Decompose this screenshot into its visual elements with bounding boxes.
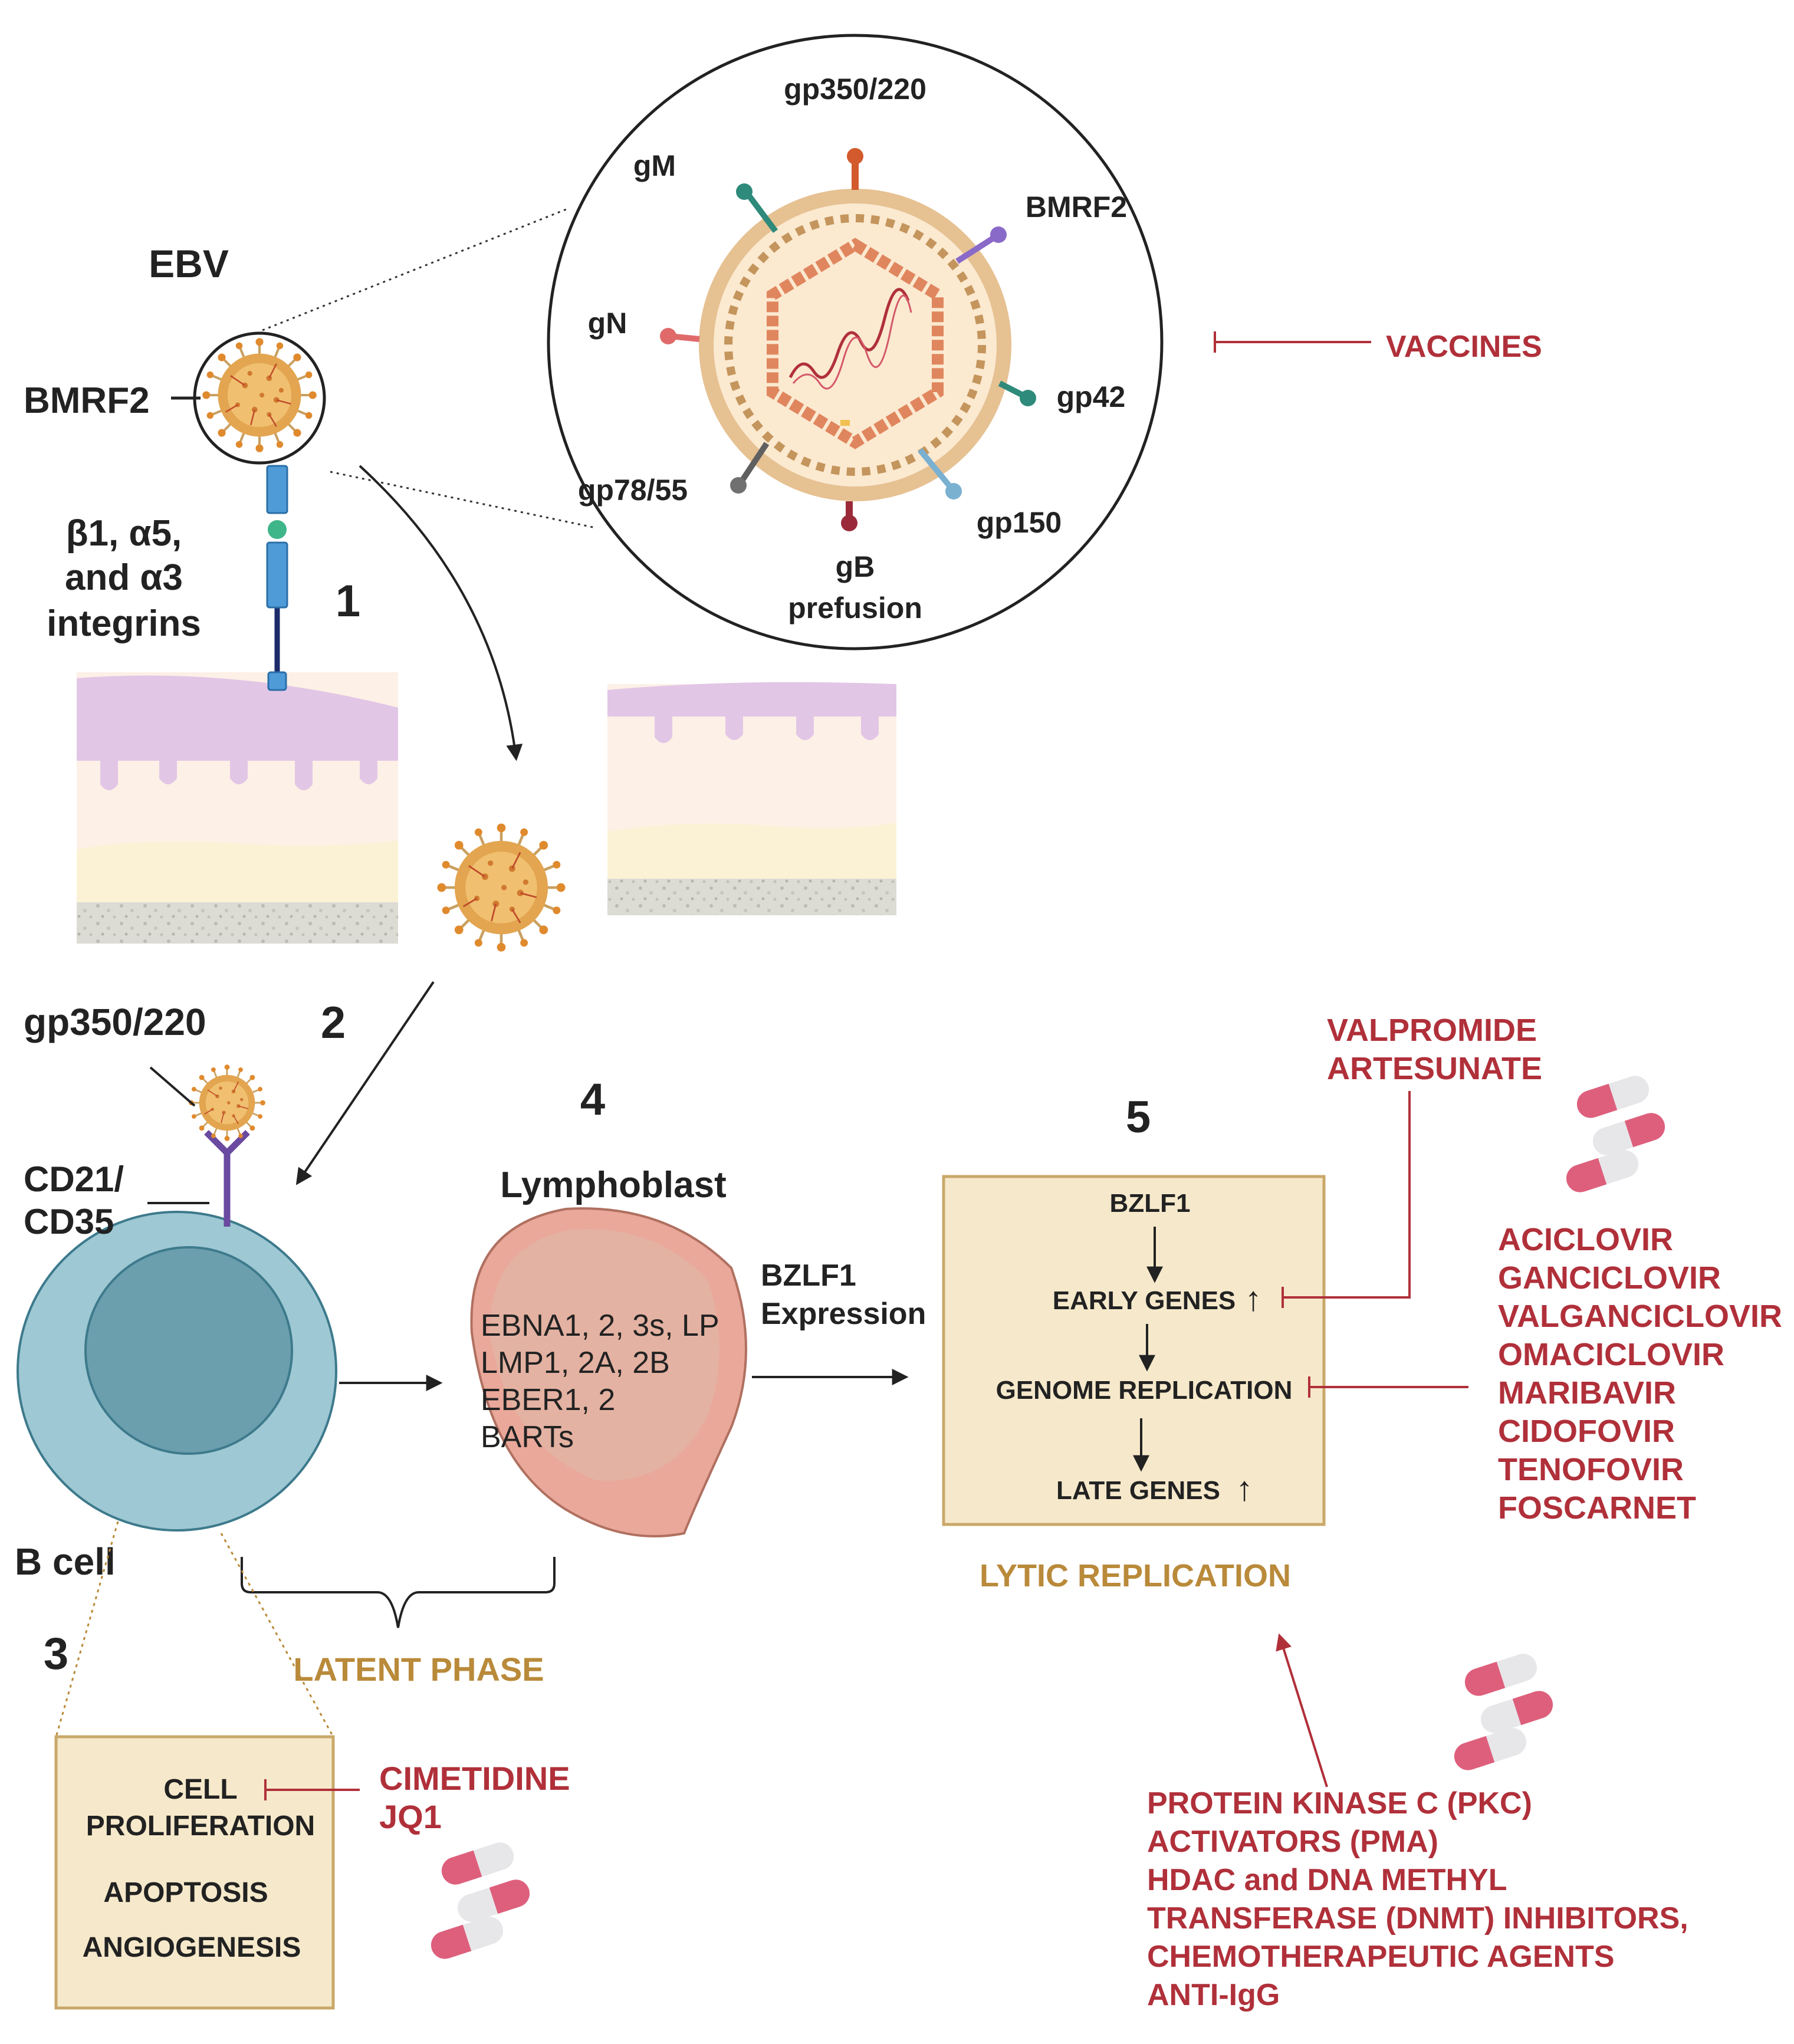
ebv-virion-small (193, 331, 326, 465)
drug-valpromide: VALPROMIDE (1327, 1013, 1537, 1048)
glycoprotein-gp42 (998, 380, 1036, 406)
receptor-line-2: CD35 (24, 1202, 114, 1241)
latent-phase-label: LATENT PHASE (293, 1651, 544, 1688)
label-gb-prefusion: prefusion (788, 591, 922, 625)
lytic-bzlf1: BZLF1 (1110, 1189, 1191, 1218)
bzlf1-expression-line-2: Expression (761, 1297, 926, 1331)
bound-virion (188, 1063, 267, 1142)
drug-foscarnet: FOSCARNET (1498, 1490, 1696, 1526)
label-gp350-zoom: gp350/220 (784, 73, 926, 106)
early-up-arrow: ↑ (1245, 1280, 1262, 1318)
process-proliferation: PROLIFERATION (86, 1810, 315, 1842)
bmrf2-label: BMRF2 (24, 380, 150, 421)
gp350-leader-line (149, 1066, 196, 1107)
inhibition-antivirals (1308, 1376, 1468, 1398)
inducer-line-3: HDAC and DNA METHYL (1147, 1863, 1507, 1897)
inducer-line-2: ACTIVATORS (PMA) (1147, 1825, 1438, 1859)
drug-valganciclovir: VALGANCICLOVIR (1498, 1299, 1782, 1334)
drug-artesunate: ARTESUNATE (1327, 1051, 1542, 1086)
step-3: 3 (44, 1629, 68, 1679)
drug-cimetidine: CIMETIDINE (379, 1760, 570, 1797)
bzlf1-expression-line-1: BZLF1 (761, 1258, 856, 1293)
receptor-line-1: CD21/ (24, 1159, 124, 1199)
inhibition-cimetidine (264, 1779, 360, 1800)
zoom-line-bottom (330, 471, 596, 529)
label-gp78: gp78/55 (578, 474, 688, 507)
label-gm: gM (633, 149, 676, 182)
drug-cidofovir: CIDOFOVIR (1498, 1414, 1675, 1449)
gp350-bcell-label: gp350/220 (24, 1001, 206, 1043)
label-gn: gN (588, 307, 627, 340)
zoom-line-top (262, 208, 567, 331)
glycoprotein-gn (660, 328, 700, 344)
glycoprotein-gp78 (730, 442, 770, 494)
process-angiogenesis: ANGIOGENESIS (83, 1932, 301, 1963)
pills-top (1562, 1072, 1669, 1196)
label-gp42: gp42 (1057, 380, 1126, 413)
ebv-title: EBV (149, 242, 229, 285)
b-cell (17, 1211, 337, 1532)
glycoprotein-gm (736, 183, 778, 233)
integrins-line-1: β1, α5, (66, 513, 182, 554)
virion-structure (699, 189, 1011, 501)
lymphoblast-cell (470, 1207, 747, 1537)
drug-tenofovir: TENOFOVIR (1498, 1452, 1684, 1487)
glycoprotein-bmrf2 (955, 226, 1007, 264)
cell-process-box (54, 1735, 335, 2010)
inhibition-valpromide (1282, 1091, 1411, 1308)
inducer-line-1: PROTEIN KINASE C (PKC) (1147, 1786, 1532, 1820)
latent-gene-line-2: LMP1, 2A, 2B (481, 1346, 670, 1380)
step-4: 4 (580, 1074, 605, 1125)
step-1: 1 (336, 576, 360, 626)
lytic-genome-replication: GENOME REPLICATION (996, 1376, 1293, 1405)
process-apoptosis: APOPTOSIS (103, 1877, 268, 1908)
process-zoom-line-left (55, 1521, 119, 1737)
late-up-arrow: ↑ (1236, 1470, 1253, 1508)
process-zoom-line-right (220, 1533, 334, 1737)
latent-gene-line-3: EBER1, 2 (481, 1383, 615, 1417)
inducer-line-4: TRANSFERASE (DNMT) INHIBITORS, (1147, 1901, 1688, 1935)
glycoprotein-gb (841, 501, 857, 531)
integrin-receptor (266, 465, 288, 691)
glycoprotein-gp150 (918, 448, 962, 500)
drug-omaciclovir: OMACICLOVIR (1498, 1337, 1724, 1372)
label-bmrf2-zoom: BMRF2 (1026, 190, 1127, 224)
step-5: 5 (1126, 1092, 1151, 1142)
lytic-early-genes: EARLY GENES (1053, 1286, 1236, 1315)
integrins-line-3: integrins (47, 603, 201, 644)
arrow-virus-transmission (359, 465, 523, 761)
drug-ganciclovir: GANCICLOVIR (1498, 1260, 1721, 1296)
bcell-label: B cell (15, 1540, 116, 1583)
cd21-receptor (204, 1130, 250, 1227)
latent-gene-line-4: BARTs (481, 1420, 574, 1454)
lytic-caption: LYTIC REPLICATION (980, 1558, 1291, 1593)
drug-jq1: JQ1 (379, 1798, 442, 1835)
latent-phase-brace (241, 1557, 556, 1628)
process-cell: CELL (163, 1774, 237, 1805)
arrow-virus-to-bcell (295, 981, 435, 1185)
lytic-late-genes: LATE GENES (1056, 1476, 1220, 1505)
pills-bottom-left (427, 1839, 534, 1963)
latent-gene-line-1: EBNA1, 2, 3s, LP (481, 1309, 719, 1343)
epithelium-left (77, 672, 398, 944)
inducer-line-5: CHEMOTHERAPEUTIC AGENTS (1147, 1940, 1615, 1974)
vaccines-label: VACCINES (1386, 330, 1542, 364)
lymphoblast-title: Lymphoblast (500, 1165, 727, 1205)
epithelium-right (607, 682, 896, 915)
lytic-replication-box (942, 1175, 1326, 1526)
vaccines-inhibition: VACCINES (1214, 330, 1542, 364)
drug-aciclovir: ACICLOVIR (1498, 1222, 1673, 1257)
glycoprotein-gp350 (847, 148, 863, 190)
integrins-line-2: and α3 (65, 557, 183, 598)
label-gb: gB (836, 550, 875, 583)
pills-middle (1450, 1650, 1557, 1774)
step-2: 2 (321, 998, 346, 1048)
arrow-inducers-to-lytic (1276, 1633, 1328, 1787)
inducer-line-6: ANTI-IgG (1147, 1978, 1280, 2012)
drug-maribavir: MARIBAVIR (1498, 1375, 1676, 1411)
free-virion (437, 823, 565, 951)
label-gp150: gp150 (977, 506, 1062, 539)
